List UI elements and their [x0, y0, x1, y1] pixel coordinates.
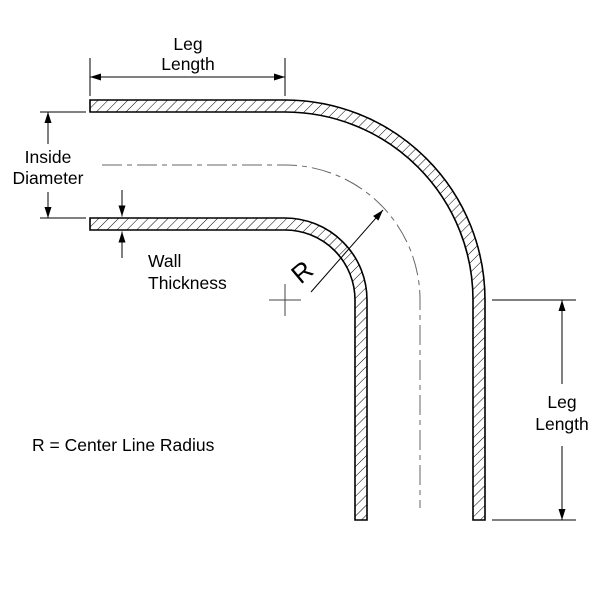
- wall-thickness-label-line1: Wall: [148, 251, 181, 271]
- tube-centerline: [102, 164, 421, 508]
- radius-legend: R = Center Line Radius: [32, 435, 215, 455]
- dim-right-leg-length: Leg Length: [492, 299, 589, 521]
- tube-inner-wall-hatched: [89, 217, 368, 521]
- wall-thickness-label-line2: Thickness: [148, 273, 227, 293]
- dim-wall-thickness: Wall Thickness: [118, 190, 227, 293]
- inside-diameter-label-line2: Diameter: [13, 168, 84, 188]
- radius-arrow: [310, 209, 384, 293]
- tube-outer-wall-hatched: [89, 99, 486, 521]
- top-leg-length-label-line1: Leg: [173, 34, 202, 54]
- top-leg-length-label-line2: Length: [161, 54, 215, 74]
- right-leg-length-label-line2: Length: [535, 414, 589, 434]
- bend-center-cross: [269, 284, 301, 316]
- radius-label: R: [285, 254, 319, 289]
- elbow-tube-drawing: [89, 99, 486, 521]
- dim-inside-diameter: Inside Diameter: [13, 111, 86, 219]
- dim-top-leg-length: Leg Length: [89, 34, 286, 96]
- right-leg-length-label-line1: Leg: [547, 392, 576, 412]
- inside-diameter-label-line1: Inside: [25, 147, 72, 167]
